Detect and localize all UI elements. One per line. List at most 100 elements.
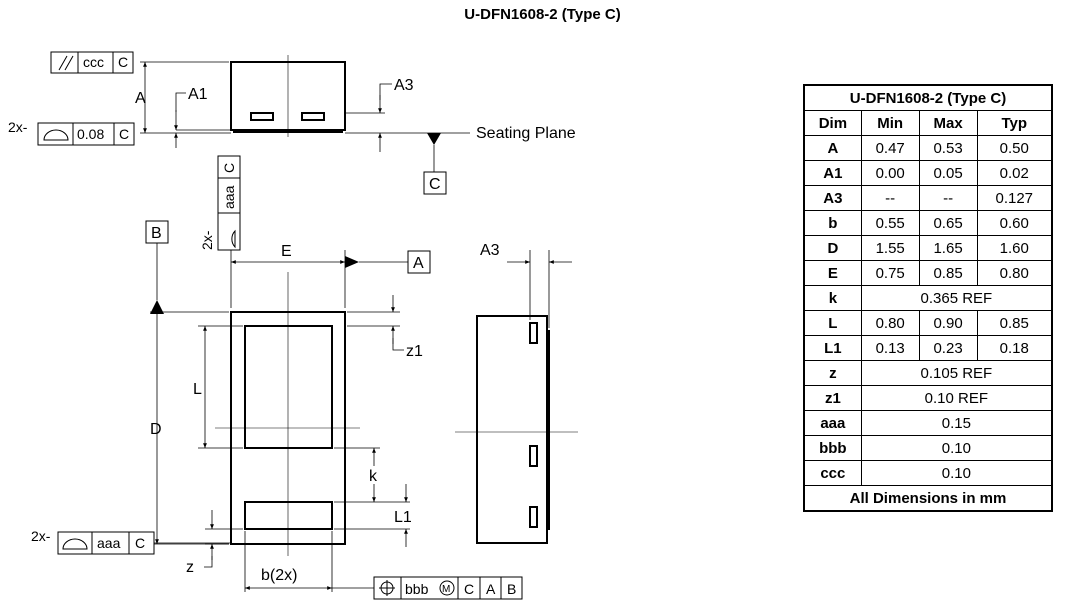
table-cell: 0.05 [918,160,978,186]
dim-label-L: L [193,381,202,398]
dim-label-A3: A3 [394,77,414,94]
mult-2x-bottom: 2x- [31,528,51,544]
table-cell: 0.80 [976,260,1053,286]
table-cell: 1.65 [918,235,978,261]
fcf-profile-bottom: 2x- aaa C [31,528,231,555]
table-cell: 0.80 [860,310,920,336]
table-footer-row: All Dimensions in mm [803,485,1053,512]
table-cell: 0.23 [918,335,978,361]
table-header: Min [860,110,920,136]
dim-label-k: k [369,468,378,485]
table-cell: 0.15 [860,410,1053,436]
table-cell: b [803,210,862,236]
pad-small [244,501,333,530]
dim-label-z: z [186,559,194,576]
table-cell: -- [860,185,920,211]
seating-plane-label: Seating Plane [476,125,576,142]
table-cell: 0.85 [918,260,978,286]
table-cell: 0.75 [860,260,920,286]
table-cell: L1 [803,335,862,361]
dim-label-b2x: b(2x) [261,567,297,584]
fcf-mid-datum: C [119,126,129,142]
terminal-right-side [301,112,325,121]
table-title-row: U-DFN1608-2 (Type C) [803,84,1053,111]
table-header: Dim [803,110,862,136]
dim-label-L1: L1 [394,509,412,526]
table-cell: E [803,260,862,286]
table-cell: 0.85 [976,310,1053,336]
table-row: A3----0.127 [803,185,1053,211]
fcf-pos-d1: C [464,581,474,597]
table-cell: 0.65 [918,210,978,236]
table-cell: 0.50 [976,135,1053,161]
table-title: U-DFN1608-2 (Type C) [803,84,1053,111]
table-cell: -- [918,185,978,211]
fcf-profile-vertical: C aaa 2x- [199,155,241,251]
table-cell: z [803,360,862,386]
table-cell: k [803,285,862,311]
table-cell: 0.10 REF [860,385,1053,411]
table-cell: L [803,310,862,336]
fcf-pos-tol: bbb [405,581,429,597]
fcf-pos-mod: M [442,584,450,595]
terminal-end-mid [529,445,538,467]
fcf-bottom-datum: C [135,535,145,551]
table-cell: 0.53 [918,135,978,161]
fcf-vert-tol: aaa [221,185,237,209]
table-cell: 0.10 [860,435,1053,461]
table-cell: 0.18 [976,335,1053,361]
table-cell: 0.10 [860,460,1053,486]
table-cell: 0.02 [976,160,1053,186]
mult-2x-vert: 2x- [199,230,215,250]
table-header: Typ [976,110,1053,136]
dim-label-E: E [281,243,292,260]
dim-label-D: D [150,421,162,438]
table-cell: 0.47 [860,135,920,161]
table-cell: ccc [803,460,862,486]
table-cell: 1.60 [976,235,1053,261]
table-cell: 0.60 [976,210,1053,236]
bottom-view: B E A D L z1 k [145,220,431,592]
terminal-left-side [250,112,274,121]
table-cell: 0.105 REF [860,360,1053,386]
table-cell: z1 [803,385,862,411]
table-cell: A [803,135,862,161]
package-body-end [476,315,548,544]
datum-C-label: C [429,176,441,193]
dim-label-z1: z1 [406,343,423,360]
dim-label-A1: A1 [188,86,208,103]
side-view-top: A A1 A3 C Seating Plane [135,55,576,195]
table-cell: 0.365 REF [860,285,1053,311]
table-cell: bbb [803,435,862,461]
table-cell: A1 [803,160,862,186]
fcf-pos-d2: A [486,581,496,597]
datum-A-label: A [413,255,424,272]
table-header: Max [918,110,978,136]
table-cell: 0.127 [976,185,1053,211]
datum-B-label: B [151,225,162,242]
table-cell: A3 [803,185,862,211]
table-cell: 0.13 [860,335,920,361]
fcf-vert-datum: C [221,163,237,173]
fcf-top-tol: ccc [83,54,104,70]
table-cell: 1.55 [860,235,920,261]
drawing-title: U-DFN1608-2 (Type C) [464,6,621,23]
terminal-end-top [529,322,538,344]
fcf-pos-d3: B [507,581,516,597]
fcf-bottom-tol: aaa [97,535,121,551]
terminal-end-bottom [529,506,538,528]
